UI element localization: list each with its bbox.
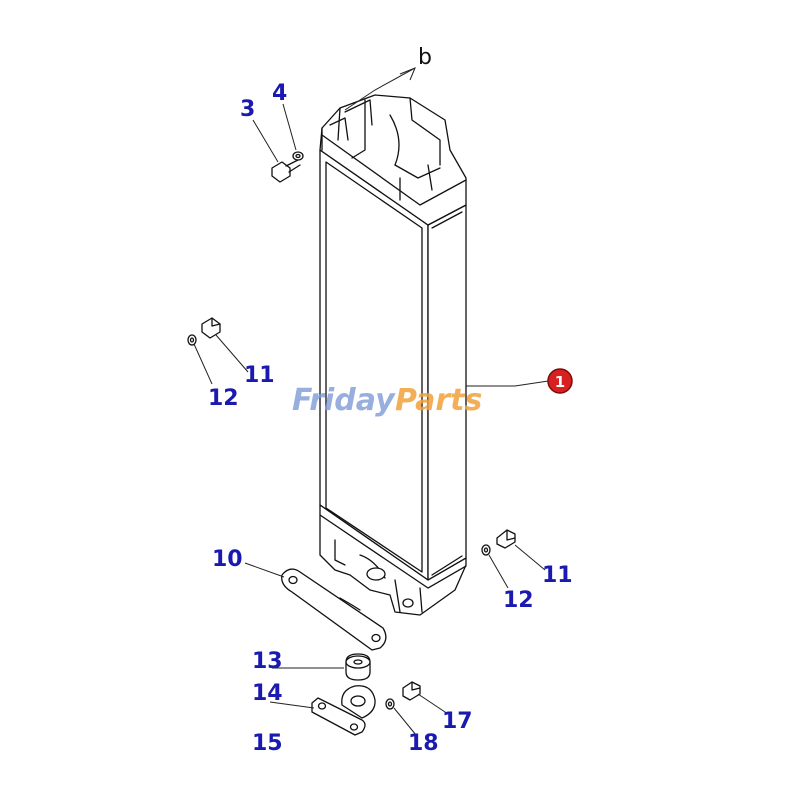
watermark: Friday Parts (292, 383, 482, 418)
part-label-17: 17 (442, 709, 473, 734)
part-label-1: 1 (555, 373, 565, 391)
washer-18 (385, 698, 395, 710)
part-label-14: 14 (252, 681, 283, 706)
plate-10 (281, 568, 387, 651)
part-label-12-left: 12 (208, 386, 239, 411)
part-label-11-right: 11 (542, 563, 573, 588)
bolt-17 (402, 681, 421, 701)
watermark-text-friday: Friday (292, 383, 396, 418)
cooler-core (319, 149, 467, 581)
part-label-13: 13 (252, 649, 283, 674)
part-label-12-right: 12 (503, 588, 534, 613)
washer-4 (292, 151, 304, 161)
bottom-tank (319, 504, 467, 616)
leader-lines (193, 67, 556, 736)
bolt-11-left (201, 317, 221, 339)
washer-12-left (187, 334, 197, 346)
washer-12-right (481, 544, 491, 556)
view-callout-b: b (418, 45, 432, 70)
bolt-11-right (496, 529, 516, 549)
part-1-marker[interactable]: 1 (547, 368, 573, 394)
cushion-13 (345, 653, 371, 681)
part-label-4: 4 (272, 81, 287, 106)
part-label-3: 3 (240, 97, 255, 122)
part-label-15: 15 (252, 731, 283, 756)
part-label-11-left: 11 (244, 363, 275, 388)
part-label-18: 18 (408, 731, 439, 756)
top-tank (319, 94, 467, 226)
bracket-14 (311, 685, 376, 736)
bolt-3 (271, 159, 301, 183)
watermark-text-parts: Parts (395, 383, 482, 418)
part-label-10: 10 (212, 547, 243, 572)
